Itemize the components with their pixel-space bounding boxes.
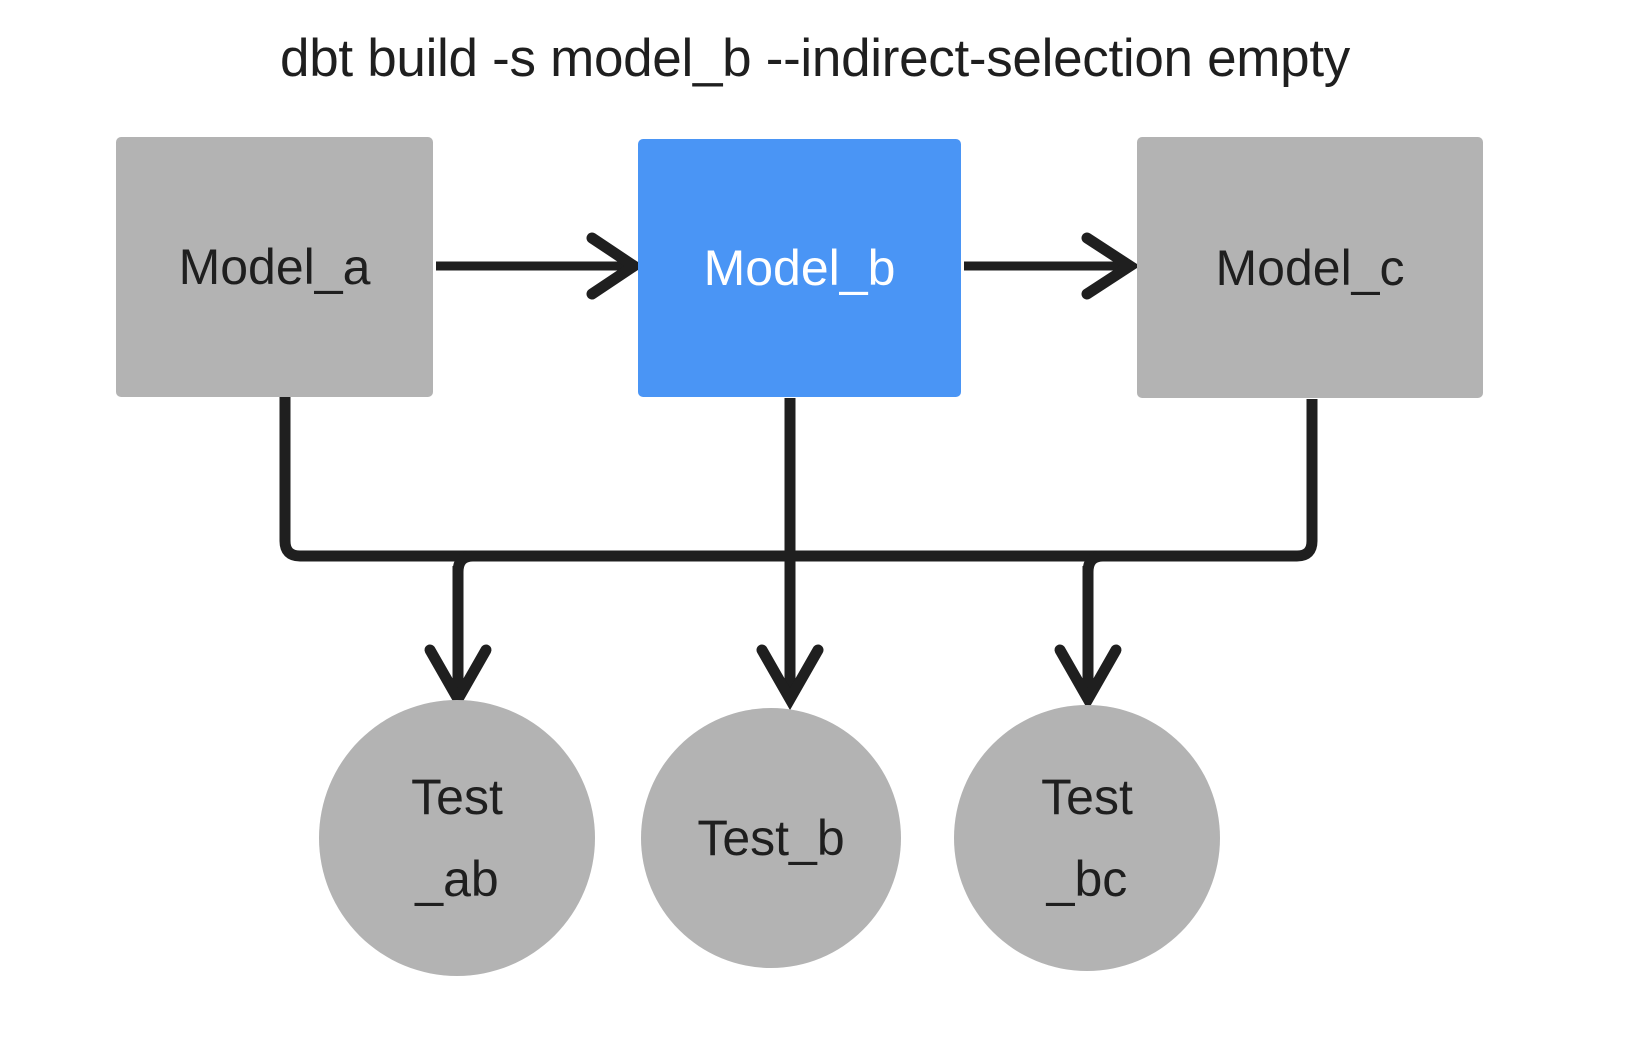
node-test-ab[interactable]: Test _ab: [319, 700, 595, 976]
node-model-b-label: Model_b: [703, 240, 896, 296]
node-model-b[interactable]: Model_b: [638, 139, 961, 397]
node-test-bc-label: Test _bc: [1041, 769, 1133, 907]
edge-model-a-to-model-b: [436, 232, 644, 300]
node-test-b-label: Test_b: [697, 810, 845, 866]
node-model-a-label: Model_a: [178, 239, 371, 295]
diagram-title: dbt build -s model_b --indirect-selectio…: [280, 29, 1350, 88]
node-test-bc[interactable]: Test _bc: [954, 705, 1220, 971]
edge-bus-down-to-test-ab: [424, 550, 492, 711]
edge-model-b-to-model-c: [964, 232, 1141, 300]
node-test-ab-label: Test _ab: [411, 769, 503, 907]
edge-bus-down-to-test-bc: [1054, 550, 1122, 711]
edge-model-b-to-test-b: [756, 398, 824, 711]
node-test-b[interactable]: Test_b: [641, 708, 901, 968]
edge-model-c-to-test-bc: [560, 399, 1318, 562]
node-model-c[interactable]: Model_c: [1137, 137, 1483, 398]
edge-model-a-to-test-ab: [279, 397, 1070, 562]
node-model-a[interactable]: Model_a: [116, 137, 433, 397]
node-model-c-label: Model_c: [1215, 239, 1405, 296]
